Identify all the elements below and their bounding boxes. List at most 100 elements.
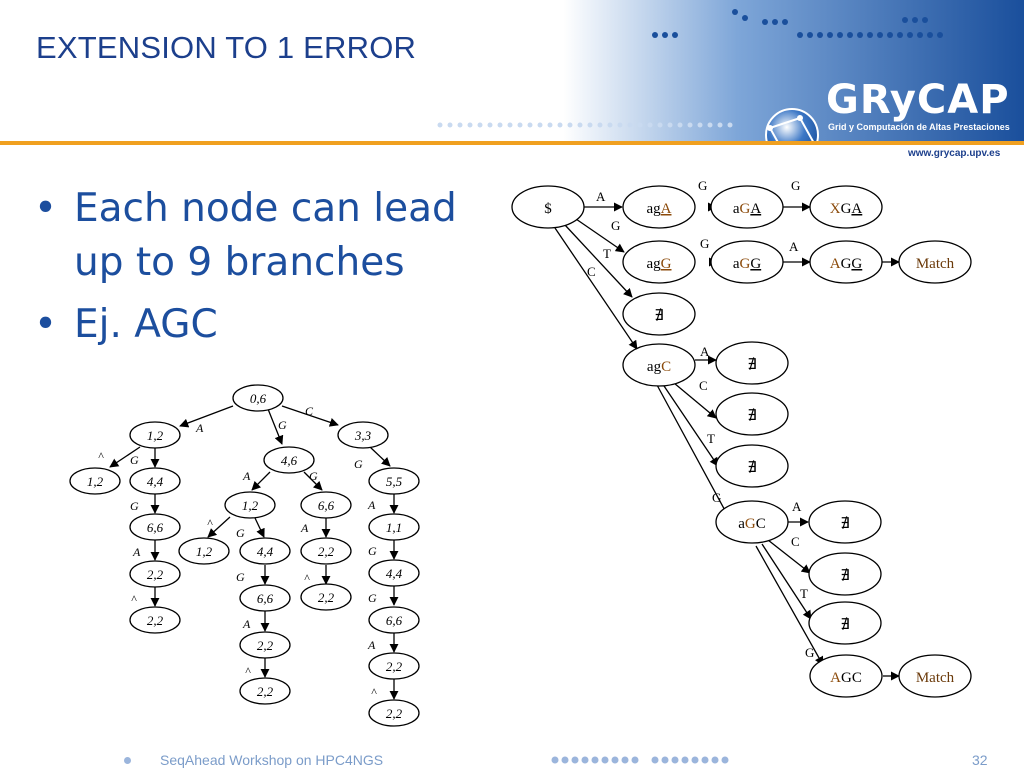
tree-node xyxy=(710,240,784,284)
tree-node-label: 4,4 xyxy=(386,566,403,581)
right-tree-node-labels: $ agA aGA XGA agG aGG AGG Match ∄ agC ∄ … xyxy=(544,201,954,686)
node-label-aGC: aGC xyxy=(738,516,766,532)
dead-end-icon: ∄ xyxy=(840,516,849,532)
logo-subtitle: Grid y Computación de Altas Prestaciones xyxy=(828,122,1010,132)
tree-node-label: 6,6 xyxy=(386,613,403,628)
tree-edge xyxy=(251,471,271,491)
tree-node-label: 1,2 xyxy=(196,544,213,559)
tree-node xyxy=(129,421,181,449)
node-label-aGG: aGG xyxy=(733,256,762,272)
edge-label: C xyxy=(699,378,708,393)
edge-label: C xyxy=(305,404,314,418)
tree-node xyxy=(300,491,352,519)
bullet-item: • Ej. AGC xyxy=(30,298,460,352)
edge-label: A xyxy=(132,545,141,559)
edge-label: A xyxy=(242,469,251,483)
edge-label: A xyxy=(367,638,376,652)
header-accent-rule xyxy=(0,141,1024,145)
tree-node-label: 1,1 xyxy=(386,520,402,535)
edge-label: G xyxy=(698,178,707,193)
tree-edge xyxy=(554,227,638,350)
tree-node xyxy=(715,500,789,544)
edge-label: T xyxy=(603,246,611,261)
tree-node xyxy=(337,421,389,449)
tree-node xyxy=(710,185,784,229)
header-background xyxy=(0,0,1024,162)
tree-node-label: 4,4 xyxy=(257,544,274,559)
edge-label: G xyxy=(805,645,814,660)
edge-label: A xyxy=(792,499,802,514)
tree-node xyxy=(69,467,121,495)
left-tree-edges xyxy=(109,405,399,700)
edge-label: ^ xyxy=(304,571,310,585)
edge-label: ^ xyxy=(98,449,104,463)
dead-end-node xyxy=(715,444,789,488)
dead-end-node xyxy=(622,292,696,336)
dead-end-node xyxy=(715,392,789,436)
tree-edge xyxy=(179,405,234,428)
bullet-text: Each node can lead up to 9 branches xyxy=(74,186,457,285)
tree-node xyxy=(809,654,883,698)
tree-node xyxy=(239,631,291,659)
tree-edge xyxy=(369,446,391,467)
tree-node xyxy=(239,537,291,565)
bullet-text: Ej. AGC xyxy=(74,302,218,347)
header-gradient xyxy=(0,0,1024,141)
tree-node-label: 2,2 xyxy=(386,706,403,721)
tree-node xyxy=(239,584,291,612)
tree-node-label: 1,2 xyxy=(147,428,164,443)
bullet-item: •Each node can lead up to 9 branches xyxy=(30,182,460,290)
node-label-aGA: aGA xyxy=(733,201,762,217)
tree-node-label: 3,3 xyxy=(354,428,372,443)
root-label: $ xyxy=(544,201,552,217)
tree-node-label: 1,2 xyxy=(242,498,259,513)
tree-node xyxy=(129,606,181,634)
match-node xyxy=(898,240,972,284)
dead-end-icon: ∄ xyxy=(747,357,756,373)
tree-edge xyxy=(761,543,812,620)
right-tree-node-shapes xyxy=(511,185,972,698)
match-label: Match xyxy=(916,670,955,686)
edge-label: G xyxy=(309,469,318,483)
edge-label: G xyxy=(130,499,139,513)
edge-label: ^ xyxy=(371,685,377,699)
edge-label: G xyxy=(130,453,139,467)
edge-label: G xyxy=(700,236,709,251)
tree-node-label: 2,2 xyxy=(147,613,164,628)
tree-edge xyxy=(767,539,811,574)
tree-edge xyxy=(267,408,284,445)
logo-wordmark: GRyCAP xyxy=(826,77,1010,123)
edge-label: G xyxy=(712,490,721,505)
edge-label: ^ xyxy=(245,664,251,678)
header-banner xyxy=(0,0,1024,162)
edge-label: A xyxy=(700,344,710,359)
tree-edge xyxy=(656,384,729,517)
tree-node-label: 5,5 xyxy=(386,474,403,489)
left-tree-edge-labels: A G C ^ G A G G G A ^ G A A ^ G ^ G G A … xyxy=(98,404,377,699)
bullet-dot-icon: • xyxy=(34,302,58,347)
tree-node xyxy=(368,559,420,587)
node-label-AGC: AGC xyxy=(830,670,862,686)
dead-end-node xyxy=(808,500,882,544)
bullet-list: •Each node can lead up to 9 branches • Ej… xyxy=(30,182,460,360)
slide-title: EXTENSION TO 1 ERROR xyxy=(36,30,417,65)
tree-edge xyxy=(575,218,625,253)
tree-edge xyxy=(661,382,719,467)
tree-node-label: 1,2 xyxy=(87,474,104,489)
tree-node xyxy=(300,583,352,611)
tree-node xyxy=(809,185,883,229)
edge-label: G xyxy=(354,457,363,471)
header-dark-dots xyxy=(652,9,943,38)
tree-edge xyxy=(755,545,824,666)
tree-node xyxy=(178,537,230,565)
tree-node xyxy=(300,537,352,565)
left-tree-node-shapes xyxy=(69,384,420,727)
tree-edge xyxy=(281,405,339,427)
tree-node-label: 2,2 xyxy=(257,684,274,699)
match-node xyxy=(898,654,972,698)
edge-label: C xyxy=(587,264,596,279)
edge-label: G xyxy=(611,218,620,233)
edge-label: A xyxy=(300,521,309,535)
